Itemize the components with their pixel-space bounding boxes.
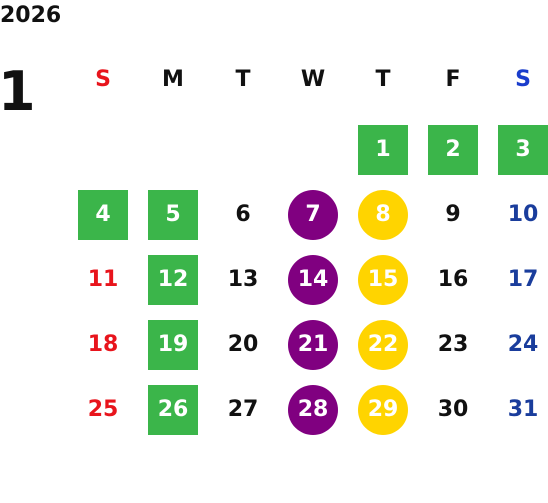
day-24[interactable]: 24	[507, 332, 539, 357]
year-label: 2026	[0, 3, 62, 28]
weekday-fri: F	[445, 67, 461, 92]
day-11[interactable]: 11	[87, 267, 119, 292]
day-28[interactable]: 28	[288, 385, 338, 435]
day-14[interactable]: 14	[288, 255, 338, 305]
day-17[interactable]: 17	[507, 267, 539, 292]
weekday-mon: M	[162, 67, 184, 92]
weekday-thu: T	[375, 67, 391, 92]
day-15[interactable]: 15	[358, 255, 408, 305]
day-1[interactable]: 1	[358, 125, 408, 175]
day-18[interactable]: 18	[87, 332, 119, 357]
month-number: 1	[0, 60, 36, 123]
day-12[interactable]: 12	[148, 255, 198, 305]
day-29[interactable]: 29	[358, 385, 408, 435]
day-8[interactable]: 8	[358, 190, 408, 240]
day-5[interactable]: 5	[148, 190, 198, 240]
day-16[interactable]: 16	[437, 267, 469, 292]
day-10[interactable]: 10	[507, 202, 539, 227]
day-27[interactable]: 27	[227, 397, 259, 422]
day-13[interactable]: 13	[227, 267, 259, 292]
day-7[interactable]: 7	[288, 190, 338, 240]
day-19[interactable]: 19	[148, 320, 198, 370]
weekday-wed: W	[300, 67, 326, 92]
weekday-tue: T	[235, 67, 251, 92]
weekday-sat: S	[515, 67, 531, 92]
day-23[interactable]: 23	[437, 332, 469, 357]
day-20[interactable]: 20	[227, 332, 259, 357]
day-4[interactable]: 4	[78, 190, 128, 240]
day-3[interactable]: 3	[498, 125, 548, 175]
weekday-sun: S	[95, 67, 111, 92]
day-21[interactable]: 21	[288, 320, 338, 370]
day-26[interactable]: 26	[148, 385, 198, 435]
day-22[interactable]: 22	[358, 320, 408, 370]
day-9[interactable]: 9	[445, 202, 461, 227]
day-25[interactable]: 25	[87, 397, 119, 422]
day-2[interactable]: 2	[428, 125, 478, 175]
day-6[interactable]: 6	[235, 202, 251, 227]
day-30[interactable]: 30	[437, 397, 469, 422]
day-31[interactable]: 31	[507, 397, 539, 422]
